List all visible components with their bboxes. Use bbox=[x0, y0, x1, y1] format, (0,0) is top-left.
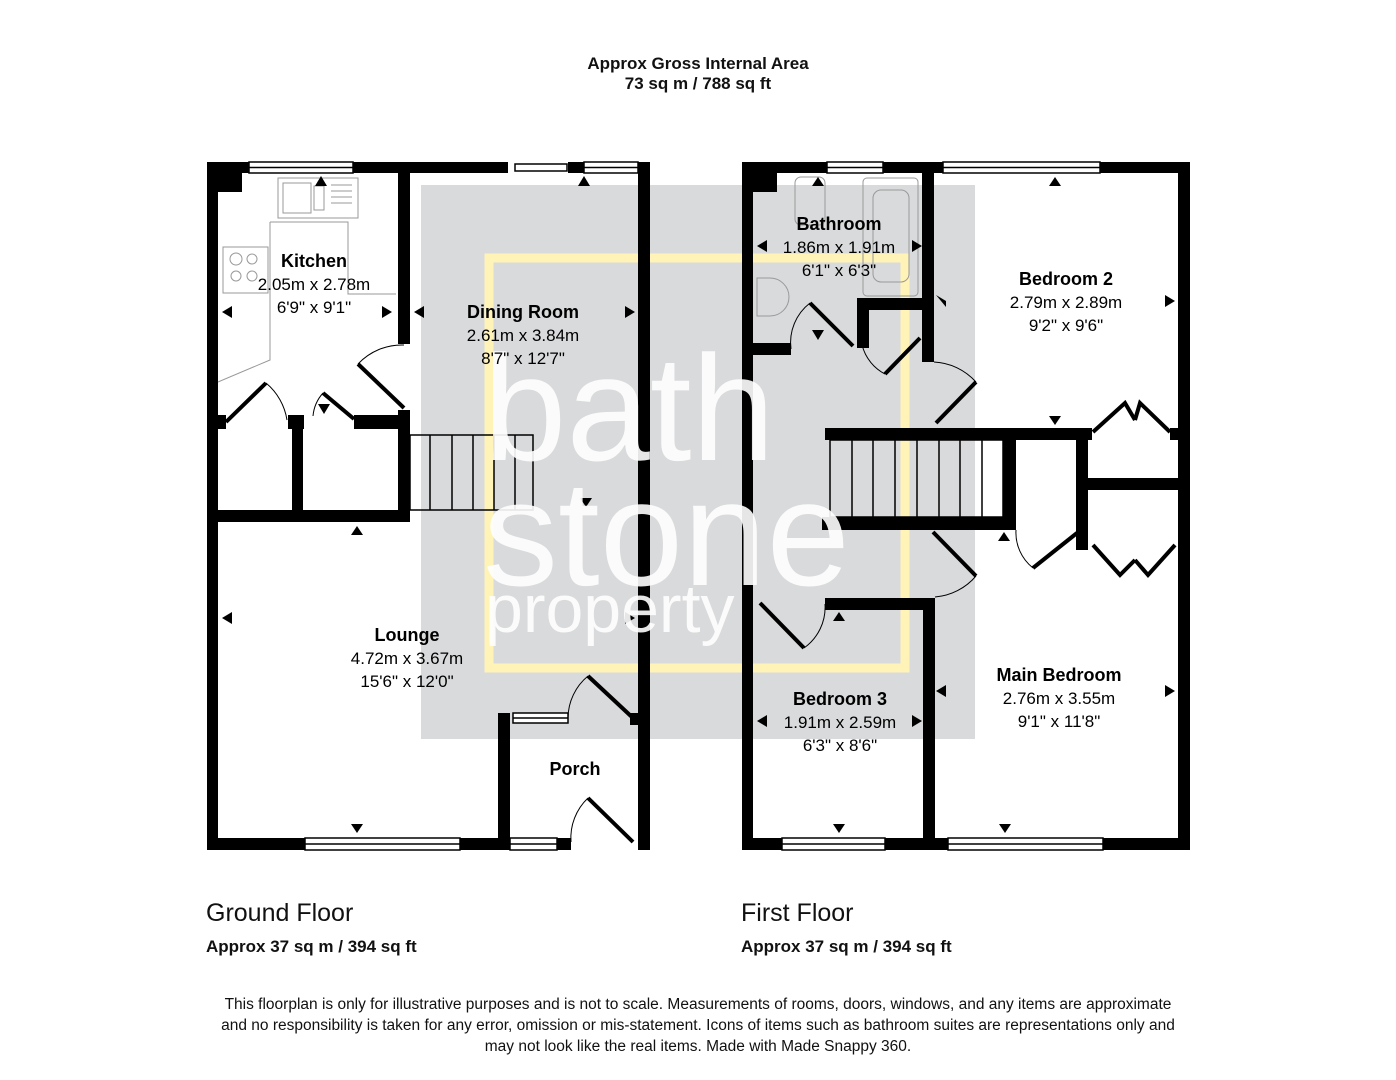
room-imperial: 8'7" x 12'7" bbox=[481, 349, 565, 368]
first-floor-label: First Floor bbox=[741, 899, 854, 927]
room-metric: 1.86m x 1.91m bbox=[783, 238, 895, 257]
basin-icon bbox=[756, 277, 790, 317]
room-imperial: 6'1" x 6'3" bbox=[802, 261, 876, 280]
room-metric: 2.05m x 2.78m bbox=[258, 275, 370, 294]
room-metric: 2.79m x 2.89m bbox=[1010, 293, 1122, 312]
room-name: Bedroom 3 bbox=[793, 689, 887, 709]
disclaimer-line-3: may not look like the real items. Made w… bbox=[484, 1038, 912, 1055]
room-name: Bedroom 2 bbox=[1019, 269, 1113, 289]
first-floor-area: Approx 37 sq m / 394 sq ft bbox=[741, 937, 952, 956]
room-bedroom-3: Bedroom 3 1.91m x 2.59m 6'3" x 8'6" bbox=[784, 689, 896, 755]
toilet-icon bbox=[794, 176, 826, 226]
disclaimer-line-2: and no responsibility is taken for any e… bbox=[221, 1017, 1175, 1034]
bath-icon bbox=[862, 177, 919, 297]
room-kitchen: Kitchen 2.05m x 2.78m 6'9" x 9'1" bbox=[258, 251, 370, 317]
first-floor-doors bbox=[758, 301, 1177, 650]
room-metric: 4.72m x 3.67m bbox=[351, 649, 463, 668]
ground-floor-plan bbox=[207, 162, 650, 850]
watermark-accent-frame bbox=[484, 253, 910, 673]
dimension-arrows bbox=[222, 176, 1175, 833]
room-main-bedroom: Main Bedroom 2.76m x 3.55m 9'1" x 11'8" bbox=[996, 665, 1121, 731]
kitchen-fixtures bbox=[217, 177, 396, 383]
room-metric: 2.61m x 3.84m bbox=[467, 326, 579, 345]
room-imperial: 9'1" x 11'8" bbox=[1018, 712, 1101, 731]
room-imperial: 6'9" x 9'1" bbox=[277, 298, 351, 317]
first-floor-windows bbox=[781, 161, 1104, 851]
room-porch: Porch bbox=[549, 759, 600, 779]
watermark-line1: bath bbox=[483, 324, 775, 492]
ground-floor-area: Approx 37 sq m / 394 sq ft bbox=[206, 937, 417, 956]
watermark-line3: property bbox=[485, 571, 734, 647]
bathroom-fixtures bbox=[756, 176, 919, 317]
first-floor-stairs bbox=[829, 439, 1004, 518]
watermark-logo: bath stone property bbox=[483, 324, 850, 647]
room-imperial: 15'6" x 12'0" bbox=[360, 672, 453, 691]
room-dining-room: Dining Room 2.61m x 3.84m 8'7" x 12'7" bbox=[467, 302, 579, 368]
room-bedroom-2: Bedroom 2 2.79m x 2.89m 9'2" x 9'6" bbox=[1010, 269, 1122, 335]
ground-floor-doors bbox=[224, 344, 635, 844]
first-floor-plan bbox=[742, 162, 1190, 850]
room-name: Kitchen bbox=[281, 251, 347, 271]
ground-floor-windows bbox=[248, 161, 639, 851]
room-imperial: 9'2" x 9'6" bbox=[1029, 316, 1103, 335]
room-imperial: 6'3" x 8'6" bbox=[803, 736, 877, 755]
room-name: Main Bedroom bbox=[996, 665, 1121, 685]
watermark-box bbox=[421, 185, 975, 739]
ground-floor-stairs bbox=[409, 434, 534, 511]
room-name: Porch bbox=[549, 759, 600, 779]
header: Approx Gross Internal Area 73 sq m / 788… bbox=[0, 54, 1396, 94]
room-metric: 2.76m x 3.55m bbox=[1003, 689, 1115, 708]
ground-floor-label: Ground Floor bbox=[206, 899, 354, 927]
room-name: Bathroom bbox=[797, 214, 882, 234]
disclaimer: This floorplan is only for illustrative … bbox=[150, 994, 1246, 1057]
room-metric: 1.91m x 2.59m bbox=[784, 713, 896, 732]
gross-area-value: 73 sq m / 788 sq ft bbox=[624, 74, 772, 93]
room-name: Lounge bbox=[375, 625, 440, 645]
room-lounge: Lounge 4.72m x 3.67m 15'6" x 12'0" bbox=[351, 625, 463, 691]
sink-icon bbox=[277, 177, 359, 219]
room-bathroom: Bathroom 1.86m x 1.91m 6'1" x 6'3" bbox=[783, 214, 895, 280]
gross-area-title: Approx Gross Internal Area bbox=[587, 54, 809, 73]
room-name: Dining Room bbox=[467, 302, 579, 322]
hob-icon bbox=[222, 246, 269, 294]
watermark-line2: stone bbox=[483, 449, 850, 617]
disclaimer-line-1: This floorplan is only for illustrative … bbox=[224, 996, 1172, 1013]
